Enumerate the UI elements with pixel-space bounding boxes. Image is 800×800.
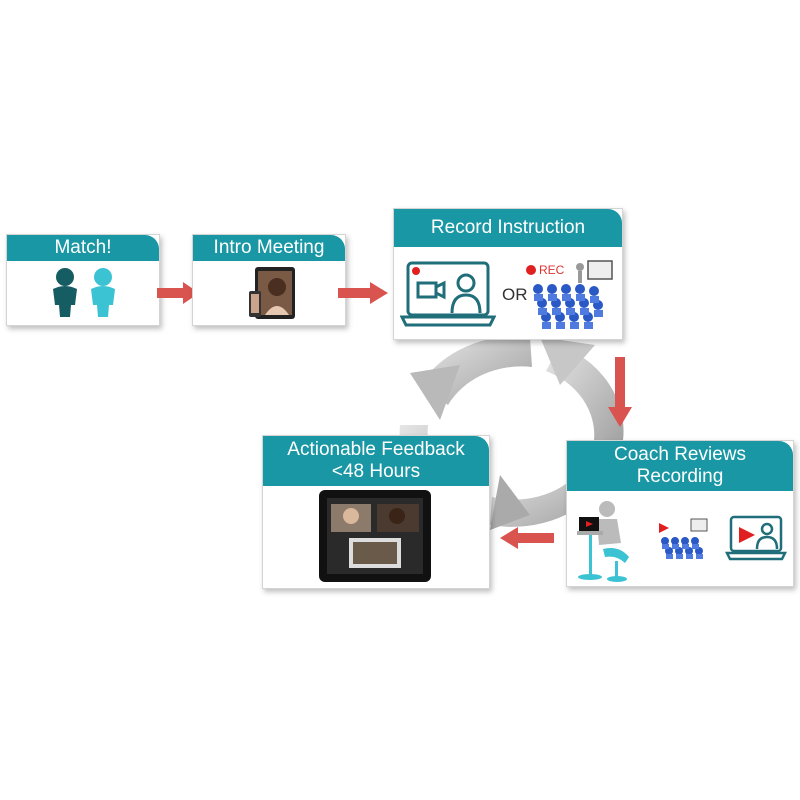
rec-label: REC bbox=[539, 263, 565, 277]
video-call-tablet-icon bbox=[249, 265, 297, 321]
step-record-instruction: Record Instruction OR REC bbox=[393, 208, 623, 340]
arrow-down bbox=[608, 357, 632, 427]
laptop-playback-icon bbox=[725, 515, 787, 561]
two-people-icon bbox=[45, 267, 125, 319]
review-title-line2: Recording bbox=[636, 466, 724, 487]
laptop-video-icon bbox=[400, 261, 496, 331]
or-label: OR bbox=[502, 285, 528, 304]
tablet-feedback-icon bbox=[319, 490, 431, 582]
step-review-title: Coach Reviews Recording bbox=[567, 441, 793, 491]
step-match: Match! bbox=[6, 234, 160, 326]
classroom-audience-icon bbox=[528, 259, 618, 333]
coach-at-laptop-icon bbox=[573, 499, 637, 583]
step-feedback-title: Actionable Feedback <48 Hours bbox=[263, 436, 489, 486]
step-record-title: Record Instruction bbox=[394, 209, 622, 247]
feedback-title-line1: Actionable Feedback bbox=[287, 439, 465, 460]
feedback-title-line2: <48 Hours bbox=[331, 461, 421, 482]
rec-dot-icon bbox=[526, 265, 536, 275]
step-match-title: Match! bbox=[7, 235, 159, 261]
step-intro-title: Intro Meeting bbox=[193, 235, 345, 261]
arrow-right-2 bbox=[338, 282, 388, 304]
rec-indicator: REC bbox=[526, 263, 564, 277]
review-title-line1: Coach Reviews bbox=[614, 444, 746, 465]
step-coach-reviews: Coach Reviews Recording bbox=[566, 440, 794, 587]
classroom-playback-icon bbox=[657, 517, 711, 563]
arrow-right-1 bbox=[157, 282, 199, 304]
step-actionable-feedback: Actionable Feedback <48 Hours bbox=[262, 435, 490, 589]
arrow-left bbox=[500, 527, 554, 549]
step-intro-meeting: Intro Meeting bbox=[192, 234, 346, 326]
